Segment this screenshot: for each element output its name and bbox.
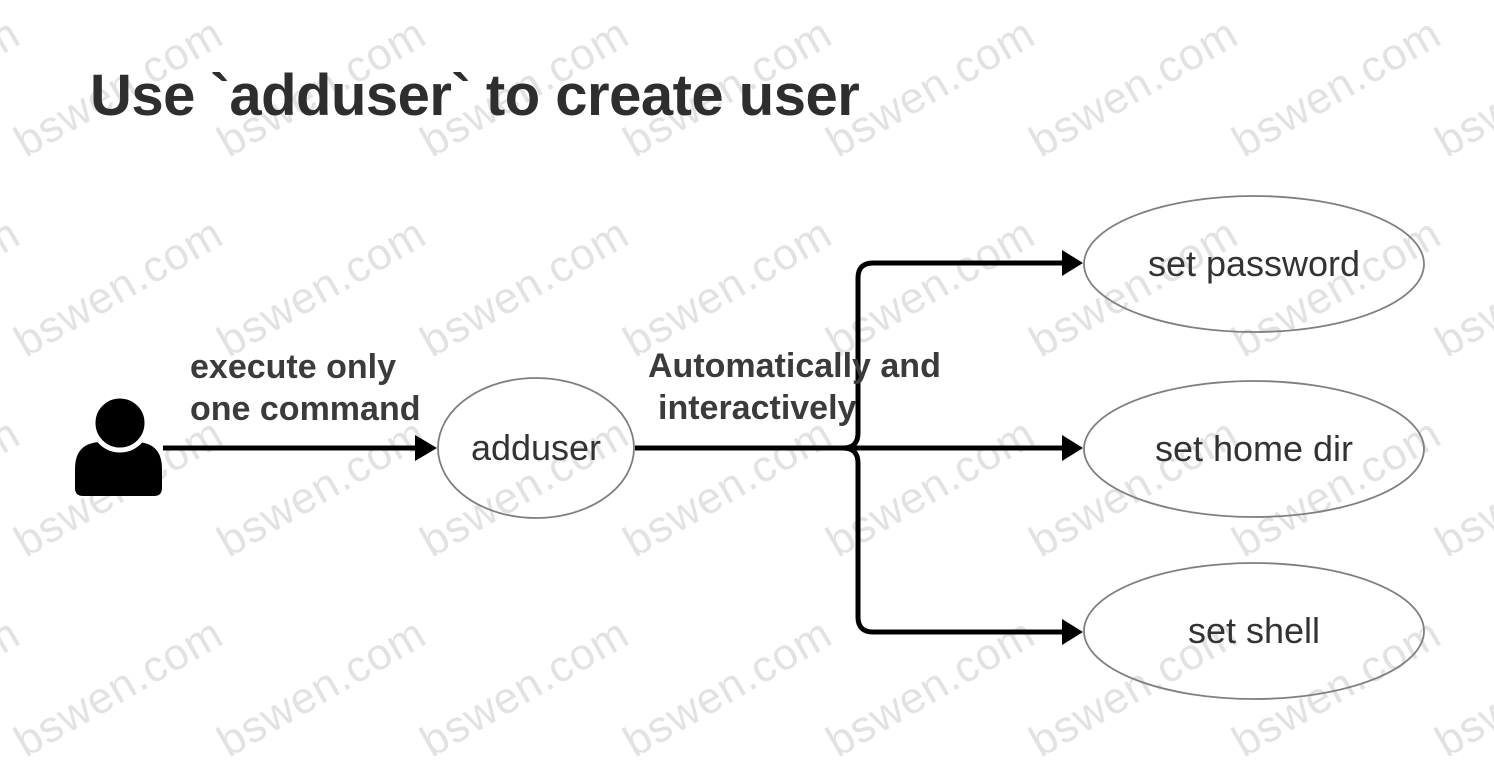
arrowhead-icon xyxy=(1062,619,1083,645)
set-password-node-shape xyxy=(1083,195,1425,333)
set-password-node-label: set password xyxy=(1147,243,1361,284)
set-shell-node-label: set shell xyxy=(1187,610,1321,651)
user-icon-head xyxy=(90,393,150,453)
edge-label-execute: execute only one command xyxy=(190,346,420,430)
edge-label-auto-line1: Automatically and xyxy=(648,347,941,385)
arrowhead-icon xyxy=(415,435,437,461)
user-icon-body xyxy=(75,442,162,496)
diagram-title: Use `adduser` to create user xyxy=(90,63,860,128)
adduser-node-label: adduser xyxy=(470,427,602,468)
set-home-dir-node-shape xyxy=(1083,380,1425,518)
set-shell-node-shape xyxy=(1083,562,1425,700)
arrowhead-icon xyxy=(1062,250,1083,276)
set-home-dir-node-label: set home dir xyxy=(1154,428,1354,469)
arrowhead-icon xyxy=(1062,435,1083,461)
user-icon xyxy=(75,393,162,496)
edge-label-execute-line1: execute only xyxy=(190,348,396,386)
edge-label-execute-line2: one command xyxy=(190,390,421,428)
adduser-node-shape xyxy=(437,377,635,519)
edge-label-auto-line2: interactively xyxy=(658,389,857,427)
edge-adduser-to-set-shell xyxy=(635,445,1062,635)
edge-label-auto: Automatically and interactively xyxy=(648,345,941,429)
